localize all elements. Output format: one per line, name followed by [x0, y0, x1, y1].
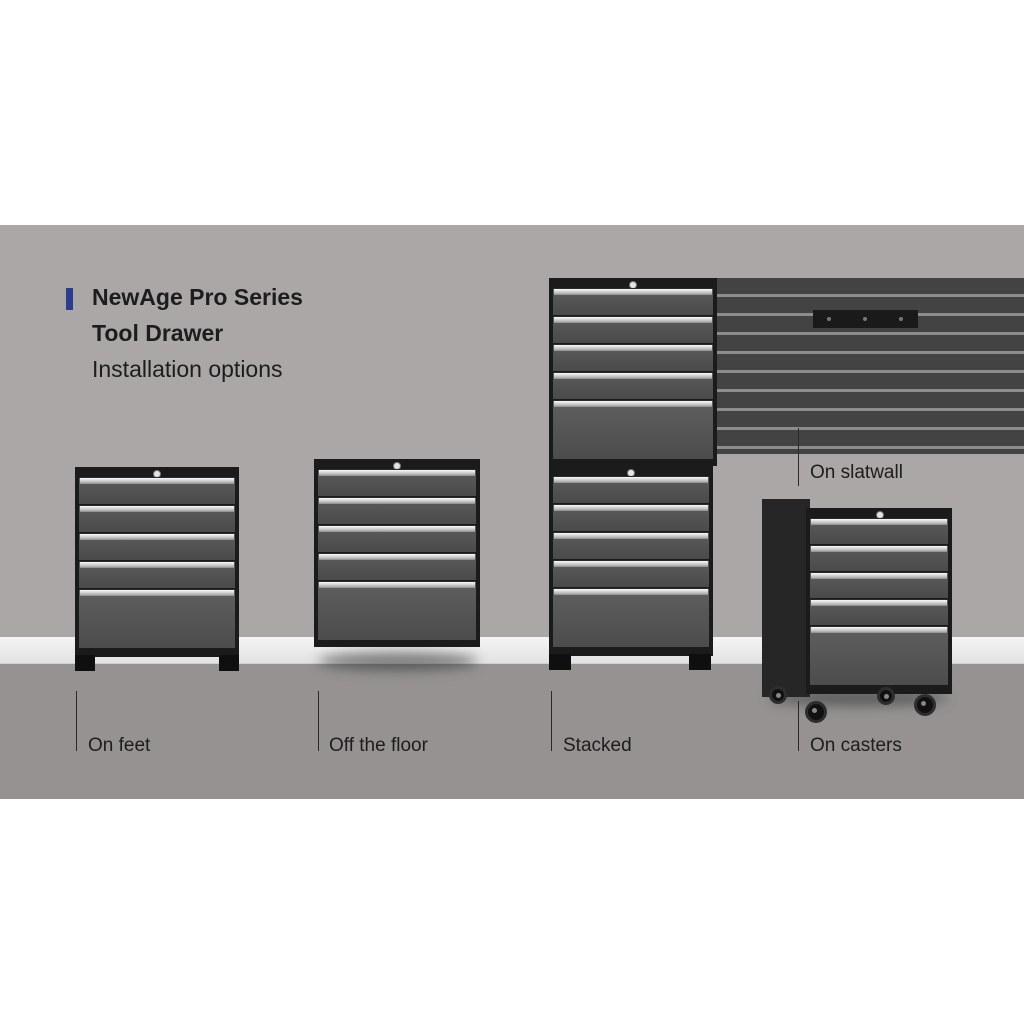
caster-wheel — [769, 686, 787, 704]
cabinet-on-casters — [806, 508, 952, 694]
label-tick — [76, 691, 77, 751]
option-label-stacked: Stacked — [563, 735, 632, 756]
label-tick — [798, 701, 799, 751]
option-label-off-the-floor: Off the floor — [329, 735, 428, 756]
label-tick — [318, 691, 319, 751]
caster-wheel — [914, 694, 936, 716]
cabinet-stacked-upper — [549, 278, 717, 466]
heading-caption: Installation options — [92, 356, 283, 382]
caster-wheel — [805, 701, 827, 723]
cabinet-shadow — [318, 652, 478, 670]
option-label-on-slatwall: On slatwall — [810, 462, 903, 483]
label-tick — [551, 691, 552, 751]
slatwall-panel — [716, 278, 1024, 454]
heading-title: NewAge Pro Series — [92, 284, 303, 310]
installation-scene: NewAge Pro Series Tool Drawer Installati… — [0, 225, 1024, 799]
cabinet-foot — [219, 655, 239, 671]
option-label-on-casters: On casters — [810, 735, 902, 756]
slatwall-hook — [813, 310, 918, 328]
cabinet-off-floor — [314, 459, 480, 647]
option-label-on-feet: On feet — [88, 735, 151, 756]
cabinet-foot — [75, 655, 95, 671]
cabinet-foot — [689, 654, 711, 670]
cabinet-on-casters-side — [762, 499, 810, 697]
label-tick — [798, 428, 799, 486]
heading-subtitle: Tool Drawer — [92, 320, 224, 346]
cabinet-foot — [549, 654, 571, 670]
caster-wheel — [877, 687, 895, 705]
cabinet-on-feet — [75, 467, 239, 671]
cabinet-stacked-lower — [549, 466, 713, 670]
heading-accent-bar — [66, 288, 73, 310]
